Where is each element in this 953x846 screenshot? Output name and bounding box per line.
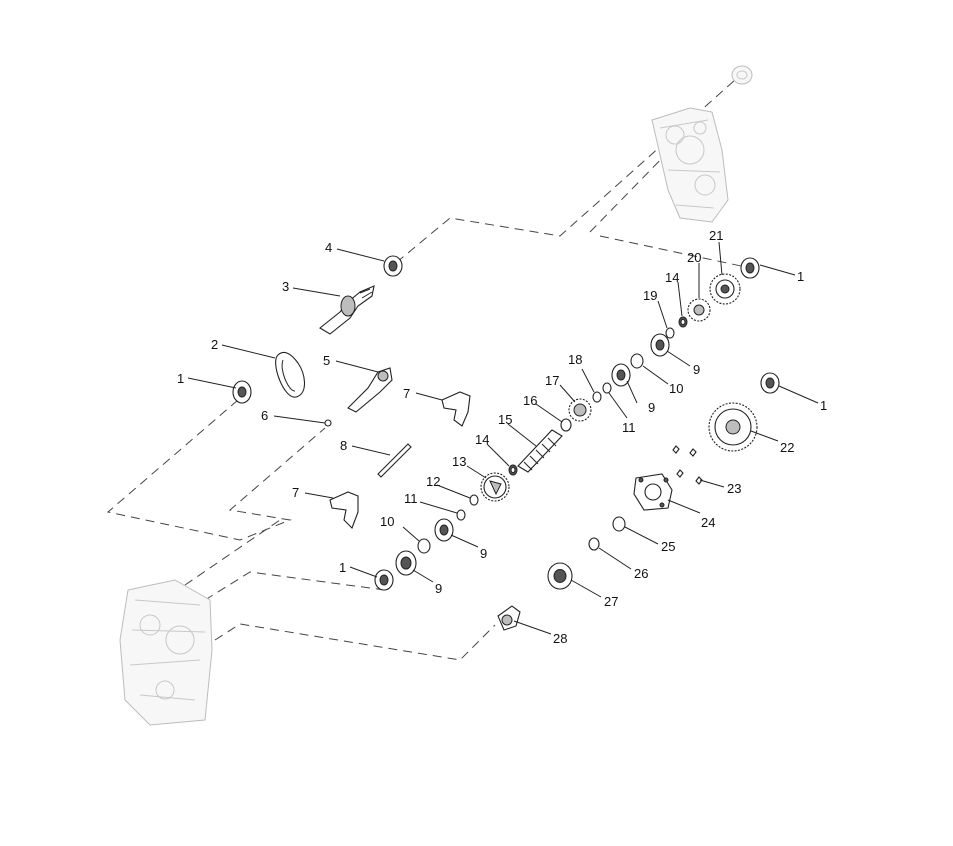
- gear-21: [709, 273, 741, 305]
- rear-housing-cover: [651, 107, 729, 223]
- callout-27: 27: [604, 594, 618, 609]
- gear-13: [480, 472, 510, 502]
- callout-6: 6: [261, 408, 268, 423]
- ring-10-a: [417, 538, 431, 554]
- bearing-1-right-upper: [740, 257, 760, 279]
- callout-14b: 14: [665, 270, 679, 285]
- callout-16: 16: [523, 393, 537, 408]
- seal-27: [547, 562, 573, 590]
- o-ring-25: [612, 516, 626, 532]
- ring-16: [560, 418, 572, 432]
- callout-4: 4: [325, 240, 332, 255]
- callout-9d: 9: [693, 362, 700, 377]
- callout-2: 2: [211, 337, 218, 352]
- callout-5: 5: [323, 353, 330, 368]
- callout-24: 24: [701, 515, 715, 530]
- assembly-guide-lines: [106, 79, 761, 661]
- callout-8: 8: [340, 438, 347, 453]
- callout-10b: 10: [669, 381, 683, 396]
- shift-fork-upper: [441, 391, 471, 427]
- callout-7a: 7: [403, 386, 410, 401]
- callout-15: 15: [498, 412, 512, 427]
- drive-chain: [275, 351, 306, 398]
- ring-11-b: [602, 382, 612, 394]
- callout-10a: 10: [380, 514, 394, 529]
- callout-26: 26: [634, 566, 648, 581]
- gear-22: [708, 402, 758, 452]
- callout-9b: 9: [480, 546, 487, 561]
- callout-11b: 11: [622, 420, 636, 435]
- gear-17: [568, 398, 592, 422]
- shift-rod: [377, 443, 412, 478]
- ring-18: [592, 391, 602, 403]
- callout-9a: 9: [435, 581, 442, 596]
- washer-19: [665, 327, 675, 339]
- sensor-28: [497, 605, 521, 631]
- input-shaft: [319, 285, 375, 335]
- callout-17: 17: [545, 373, 559, 388]
- flange-plate-24: [633, 473, 673, 511]
- callout-19: 19: [643, 288, 657, 303]
- clip-14-b: [678, 316, 688, 328]
- callout-1c: 1: [797, 269, 804, 284]
- o-ring-26: [588, 537, 600, 551]
- ring-10-b: [630, 353, 644, 369]
- bearing-9-a: [395, 550, 417, 576]
- callout-28: 28: [553, 631, 567, 646]
- callout-23: 23: [727, 481, 741, 496]
- front-gearcase-housing: [119, 579, 213, 726]
- callout-25: 25: [661, 539, 675, 554]
- callout-3: 3: [282, 279, 289, 294]
- callout-1a: 1: [177, 371, 184, 386]
- bearing-9-c: [611, 363, 631, 387]
- screws-23: [672, 445, 703, 485]
- bearing-9-d: [650, 333, 670, 357]
- bearing-4: [383, 255, 403, 277]
- clip-14-a: [508, 464, 518, 476]
- callout-9c: 9: [648, 400, 655, 415]
- bearing-1-left: [232, 380, 252, 404]
- callout-11a: 11: [404, 491, 418, 506]
- top-seal: [731, 65, 753, 85]
- callout-7b: 7: [292, 485, 299, 500]
- callout-22: 22: [780, 440, 794, 455]
- callout-1d: 1: [820, 398, 827, 413]
- shift-fork-lower: [329, 491, 359, 529]
- bearing-9-b: [434, 518, 454, 542]
- leader-lines: [187, 241, 819, 635]
- bearing-1-right-lower: [760, 372, 780, 394]
- callout-labels: 1 1 1 1 2 3 4 5 6 7 7 8 9 9 9 9 10 10 11…: [177, 228, 827, 646]
- callout-21: 21: [709, 228, 723, 243]
- bearing-1-lower: [374, 569, 394, 591]
- shift-shaft: [347, 367, 393, 413]
- callout-12: 12: [426, 474, 440, 489]
- output-shaft: [517, 429, 563, 473]
- callout-14a: 14: [475, 432, 489, 447]
- ring-11-a: [456, 509, 466, 521]
- washer-12: [469, 494, 479, 506]
- callout-1b: 1: [339, 560, 346, 575]
- detent-ball: [324, 419, 332, 427]
- gear-20: [687, 298, 711, 322]
- callout-18: 18: [568, 352, 582, 367]
- callout-13: 13: [452, 454, 466, 469]
- callout-20: 20: [687, 250, 701, 265]
